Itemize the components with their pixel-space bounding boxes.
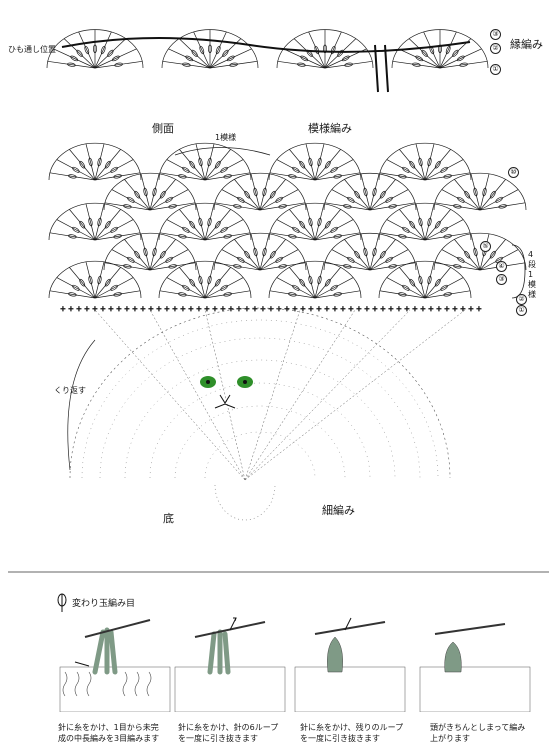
svg-text:+: + — [140, 305, 146, 313]
pattern-label: 模様編み — [308, 122, 352, 135]
svg-text:+: + — [452, 305, 458, 313]
svg-text:+: + — [116, 305, 122, 313]
edge-round-1: ① — [490, 64, 501, 75]
svg-text:+: + — [476, 305, 482, 313]
svg-text:+: + — [300, 305, 306, 313]
step-1-caption: 針に糸をかけ、1目から未完成の中長編みを3目編みます — [58, 723, 160, 743]
svg-text:+: + — [172, 305, 178, 313]
svg-text:+: + — [164, 305, 170, 313]
svg-text:+: + — [180, 305, 186, 313]
step-3-caption: 針に糸をかけ、残りのループを一度に引き抜きます — [300, 723, 404, 743]
svg-text:+: + — [76, 305, 82, 313]
svg-text:+: + — [196, 305, 202, 313]
svg-text:+: + — [428, 305, 434, 313]
step-2-caption: 針に糸をかけ、針の6ループを一度に引き抜きます — [178, 723, 279, 743]
svg-text:+: + — [436, 305, 442, 313]
stitch-title: 変わり玉編み目 — [72, 599, 136, 609]
side-round-3: ③ — [496, 274, 507, 285]
repeat-bracket — [174, 147, 271, 156]
svg-text:+: + — [284, 305, 290, 313]
svg-text:+: + — [412, 305, 418, 313]
svg-text:+: + — [444, 305, 450, 313]
svg-text:+: + — [324, 305, 330, 313]
svg-text:+: + — [204, 305, 210, 313]
svg-text:+: + — [108, 305, 114, 313]
drawstring-line — [61, 37, 471, 53]
svg-text:+: + — [244, 305, 250, 313]
svg-text:+: + — [308, 305, 314, 313]
side-round-5: ⑤ — [480, 241, 491, 252]
svg-text:+: + — [84, 305, 90, 313]
svg-text:+: + — [380, 305, 386, 313]
edge-round-3: ③ — [490, 29, 501, 40]
svg-text:+: + — [92, 305, 98, 313]
svg-text:+: + — [188, 305, 194, 313]
four-rows-label: 4段1模様 — [528, 250, 536, 299]
svg-text:+: + — [372, 305, 378, 313]
svg-text:+: + — [100, 305, 106, 313]
svg-text:+: + — [404, 305, 410, 313]
single-crochet-label: 細編み — [322, 504, 355, 517]
bottom-fan-outline — [69, 307, 451, 479]
svg-text:+: + — [420, 305, 426, 313]
svg-text:+: + — [332, 305, 338, 313]
svg-text:+: + — [252, 305, 258, 313]
repeat-note: くり返す — [54, 386, 86, 395]
svg-text:+: + — [124, 305, 130, 313]
svg-text:+: + — [340, 305, 346, 313]
edging-label: 縁編み — [510, 38, 543, 51]
bottom-label: 底 — [163, 512, 174, 525]
side-label: 側面 — [152, 122, 174, 135]
svg-text:+: + — [228, 305, 234, 313]
step-2-illustration — [170, 612, 290, 712]
svg-text:+: + — [68, 305, 74, 313]
repeat-label: 1模様 — [215, 133, 237, 142]
svg-text:+: + — [212, 305, 218, 313]
drawstring-label: ひも通し位置 — [8, 45, 56, 54]
svg-text:+: + — [292, 305, 298, 313]
svg-text:+: + — [268, 305, 274, 313]
svg-text:+: + — [156, 305, 162, 313]
svg-text:+: + — [148, 305, 154, 313]
svg-text:+: + — [396, 305, 402, 313]
svg-text:+: + — [260, 305, 266, 313]
step-4-illustration — [415, 612, 535, 712]
svg-text:+: + — [460, 305, 466, 313]
side-round-10: ⑩ — [508, 167, 519, 178]
step-3-illustration — [290, 612, 410, 712]
side-round-2: ② — [516, 294, 527, 305]
svg-text:+: + — [132, 305, 138, 313]
step-4-caption: 頭がきちんとしまって編み上がります — [430, 723, 526, 743]
svg-text:+: + — [316, 305, 322, 313]
svg-text:+: + — [356, 305, 362, 313]
edge-round-2: ② — [490, 43, 501, 54]
svg-text:+: + — [220, 305, 226, 313]
side-round-1: ① — [516, 305, 527, 316]
svg-text:+: + — [348, 305, 354, 313]
step-1-illustration — [55, 612, 175, 712]
svg-text:+: + — [364, 305, 370, 313]
svg-text:+: + — [60, 305, 66, 313]
svg-text:+: + — [468, 305, 474, 313]
side-round-4: ④ — [496, 261, 507, 272]
svg-text:+: + — [388, 305, 394, 313]
